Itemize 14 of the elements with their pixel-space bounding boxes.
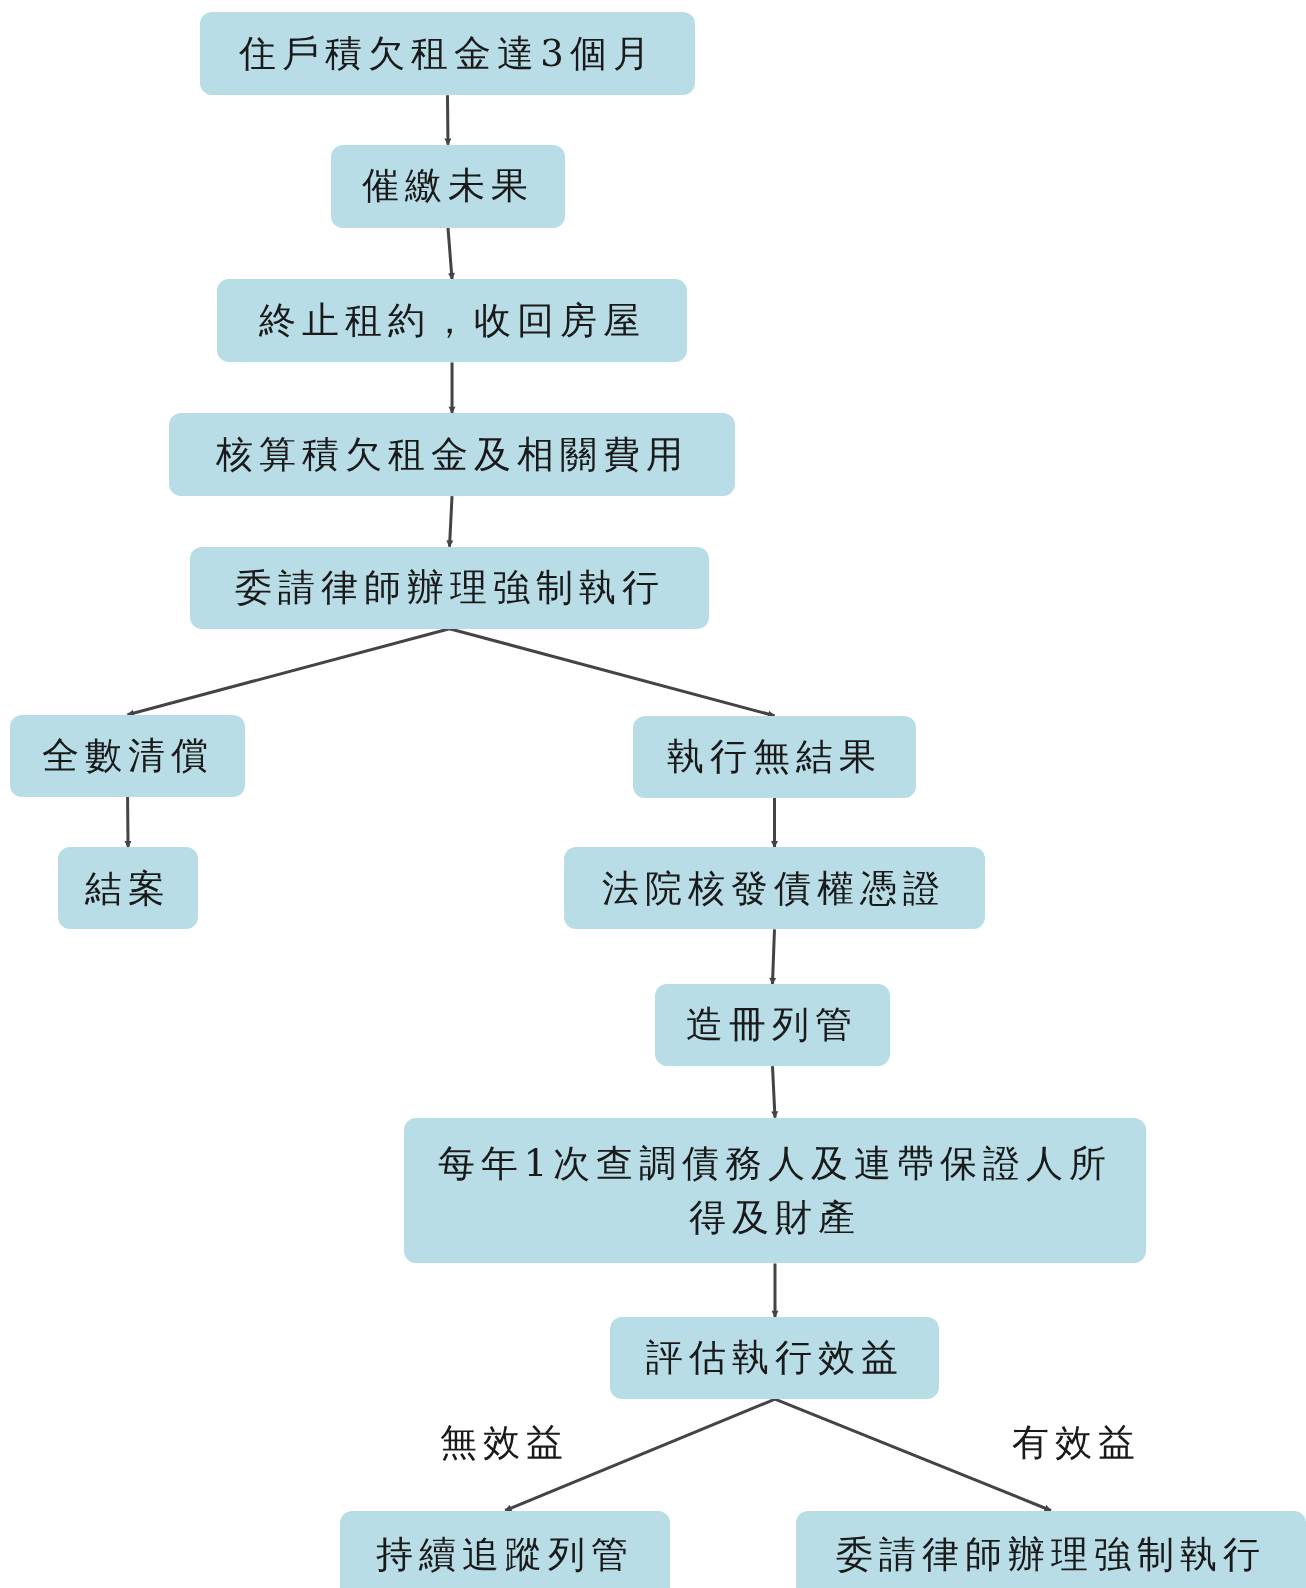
process-box: 結案 (57, 847, 199, 930)
process-box: 催繳未果 (331, 144, 565, 228)
process-box: 委請律師辦理強制執行 (795, 1510, 1306, 1588)
process-box: 每年1次查調債務人及連帶保證人所得及財產 (403, 1117, 1146, 1264)
process-box: 住戶積欠租金達3個月 (200, 12, 695, 96)
process-box: 核算積欠租金及相關費用 (169, 413, 735, 497)
process-box: 執行無結果 (632, 715, 917, 798)
process-box: 法院核發債權憑證 (563, 847, 986, 930)
process-box: 持續追蹤列管 (340, 1510, 671, 1588)
process-box: 評估執行效益 (610, 1317, 940, 1400)
process-box: 全數清償 (10, 714, 245, 797)
process-box: 終止租約，收回房屋 (216, 279, 688, 363)
process-box: 造冊列管 (655, 984, 890, 1067)
process-box: 委請律師辦理強制執行 (190, 546, 709, 629)
